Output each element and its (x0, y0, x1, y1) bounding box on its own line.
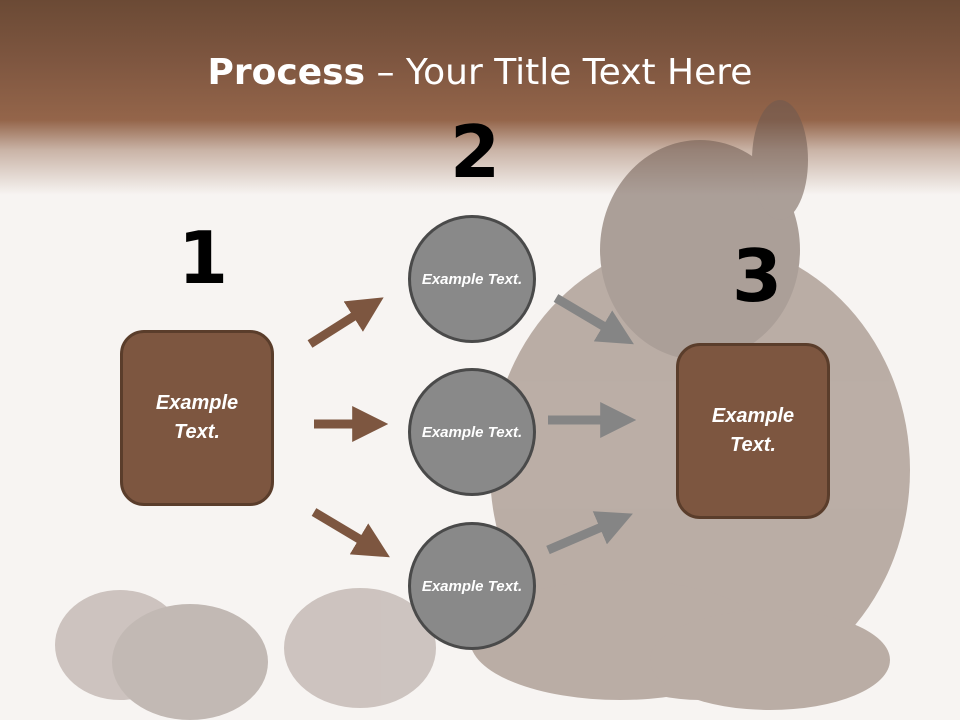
step-3-text: Example Text. (711, 405, 795, 456)
step-2-text-3: Example Text. (421, 577, 523, 595)
step-2-number: 2 (450, 110, 501, 194)
arrow-icon (546, 511, 633, 555)
step-1-number: 1 (178, 216, 229, 300)
title-rest: – Your Title Text Here (365, 52, 753, 93)
arrow-icon (311, 508, 390, 558)
step-1-box: Example Text. (120, 330, 274, 506)
slide-title: Process – Your Title Text Here (0, 52, 960, 93)
step-1-text: Example Text. (155, 392, 239, 443)
step-2-text-1: Example Text. (421, 270, 523, 288)
step-3-number: 3 (732, 234, 783, 318)
title-bold: Process (207, 52, 366, 93)
step-2-text-2: Example Text. (421, 423, 523, 441)
arrow-icon (307, 297, 384, 348)
step-2-circle-1: Example Text. (408, 215, 536, 343)
step-2-circle-3: Example Text. (408, 522, 536, 650)
step-3-box: Example Text. (676, 343, 830, 519)
step-2-circle-2: Example Text. (408, 368, 536, 496)
eggs-image (55, 588, 436, 720)
arrow-icon (553, 294, 634, 345)
